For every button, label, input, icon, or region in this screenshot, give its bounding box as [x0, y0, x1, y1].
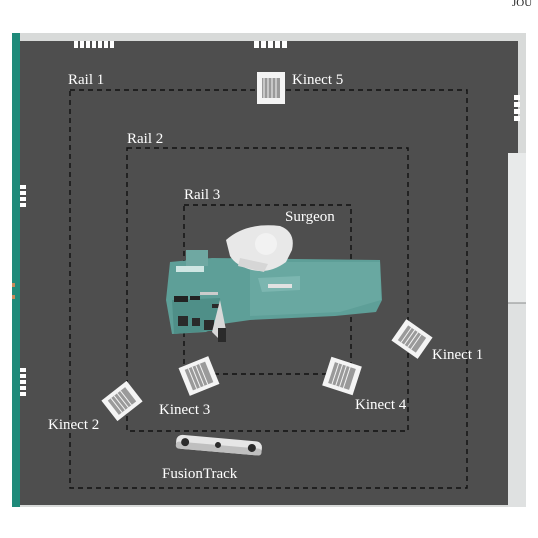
- kinect-4-sensor: [322, 356, 362, 396]
- right-wall-lights: [514, 95, 520, 121]
- left-wall-markers: [12, 283, 15, 299]
- right-door: [508, 153, 526, 507]
- surgeon-label: Surgeon: [285, 209, 335, 225]
- corner-text: JOU: [512, 0, 532, 9]
- kinect-1-label: Kinect 1: [432, 347, 483, 363]
- kinect-3-sensor: [178, 356, 220, 396]
- kinect-4-label: Kinect 4: [355, 397, 407, 413]
- rail-2: [126, 147, 409, 432]
- kinect-1-sensor: [391, 319, 433, 359]
- kinect-3-label: Kinect 3: [159, 402, 210, 418]
- surgeon-figure: [226, 225, 293, 272]
- rail-2-label: Rail 2: [127, 131, 163, 147]
- kinect-2-sensor: [101, 380, 143, 422]
- instrument-tray: [174, 292, 220, 330]
- teal-wall: [12, 33, 20, 507]
- rail-1-label: Rail 1: [68, 72, 104, 88]
- top-wall-lights: [74, 41, 287, 48]
- kinect-5-label: Kinect 5: [292, 72, 343, 88]
- fusiontrack-label: FusionTrack: [162, 466, 238, 482]
- kinect-5-sensor: [257, 72, 285, 104]
- fusiontrack-device: [175, 434, 262, 456]
- kinect-2-label: Kinect 2: [48, 417, 99, 433]
- left-wall-lights: [20, 185, 26, 396]
- rail-3-label: Rail 3: [184, 187, 220, 203]
- operating-table: [166, 250, 382, 342]
